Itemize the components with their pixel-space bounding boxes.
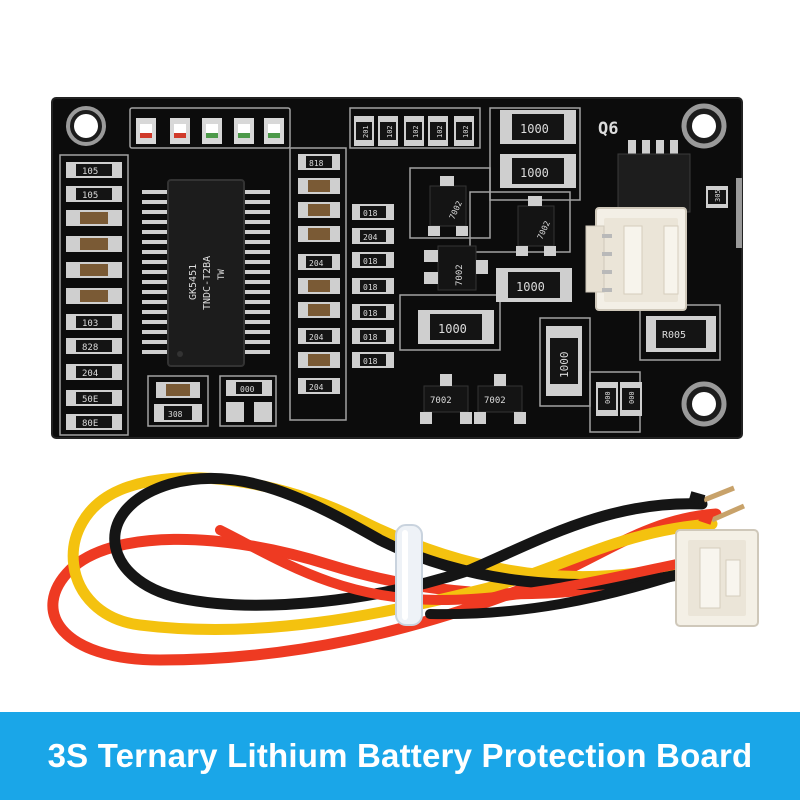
svg-text:204: 204 xyxy=(309,259,324,268)
bottom-small-components: 308 000 xyxy=(154,380,272,422)
svg-text:105: 105 xyxy=(82,191,98,201)
q6-label: Q6 xyxy=(598,119,618,139)
svg-text:103: 103 xyxy=(82,319,98,329)
svg-text:018: 018 xyxy=(363,283,378,292)
product-title: 3S Ternary Lithium Battery Protection Bo… xyxy=(47,737,753,774)
svg-text:828: 828 xyxy=(82,343,98,353)
svg-text:1000: 1000 xyxy=(438,322,467,336)
protection-ic-chip: GK5451 TNDC-T2BA TW xyxy=(142,179,270,367)
svg-text:204: 204 xyxy=(309,333,324,342)
harness-connector xyxy=(675,529,759,627)
svg-text:80E: 80E xyxy=(82,419,98,429)
svg-text:7002: 7002 xyxy=(430,396,452,406)
svg-text:102: 102 xyxy=(386,125,394,138)
svg-text:818: 818 xyxy=(309,159,324,168)
svg-text:305: 305 xyxy=(714,189,722,202)
wire-harness xyxy=(47,472,722,666)
product-photo: GK5451 TNDC-T2BA TW 105 105 xyxy=(47,97,759,666)
svg-text:018: 018 xyxy=(363,333,378,342)
shunt-resistors: 1000 1000 1000 1000 xyxy=(418,110,716,396)
svg-text:201: 201 xyxy=(362,125,370,138)
svg-text:102: 102 xyxy=(436,125,444,138)
svg-text:1000: 1000 xyxy=(558,352,571,379)
mounting-hole-top-right xyxy=(681,103,727,149)
pcb-board: GK5451 TNDC-T2BA TW 105 105 xyxy=(51,97,743,439)
stripped-wire-ends xyxy=(688,485,746,525)
svg-text:50E: 50E xyxy=(82,395,98,405)
svg-text:204: 204 xyxy=(363,233,378,242)
svg-text:102: 102 xyxy=(412,125,420,138)
svg-text:7002: 7002 xyxy=(455,264,465,286)
chip-marking-line-2: TNDC-T2BA xyxy=(202,256,213,310)
board-connector xyxy=(585,207,687,311)
svg-text:308: 308 xyxy=(168,410,183,419)
svg-text:R005: R005 xyxy=(662,330,686,341)
svg-text:000: 000 xyxy=(240,385,255,394)
middle-column-components: 818 204 xyxy=(298,154,394,394)
left-column-components: 105 105 xyxy=(66,162,122,430)
svg-text:018: 018 xyxy=(363,209,378,218)
svg-text:018: 018 xyxy=(363,357,378,366)
svg-text:000: 000 xyxy=(628,391,636,404)
svg-text:000: 000 xyxy=(604,391,612,404)
cable-tie xyxy=(395,524,423,626)
svg-text:018: 018 xyxy=(363,309,378,318)
mounting-hole-bottom-right xyxy=(681,381,727,427)
chip-marking-line-3: TW xyxy=(217,269,227,280)
caption-banner: 3S Ternary Lithium Battery Protection Bo… xyxy=(0,712,800,800)
svg-text:204: 204 xyxy=(309,383,324,392)
svg-text:1000: 1000 xyxy=(516,280,545,294)
right-small-components: 305 000 000 xyxy=(596,186,728,416)
mosfet-group: 7002 7002 7002 xyxy=(420,176,556,424)
led-row xyxy=(136,118,284,144)
svg-text:018: 018 xyxy=(363,257,378,266)
svg-text:1000: 1000 xyxy=(520,122,549,136)
chip-marking-line-1: GK5451 xyxy=(188,264,199,300)
top-resistor-row: 201 102 102 102 xyxy=(354,116,474,146)
svg-text:102: 102 xyxy=(462,125,470,138)
svg-text:1000: 1000 xyxy=(520,166,549,180)
mounting-hole-top-left xyxy=(66,106,106,146)
svg-text:7002: 7002 xyxy=(484,396,506,406)
svg-text:204: 204 xyxy=(82,369,98,379)
svg-text:105: 105 xyxy=(82,167,98,177)
